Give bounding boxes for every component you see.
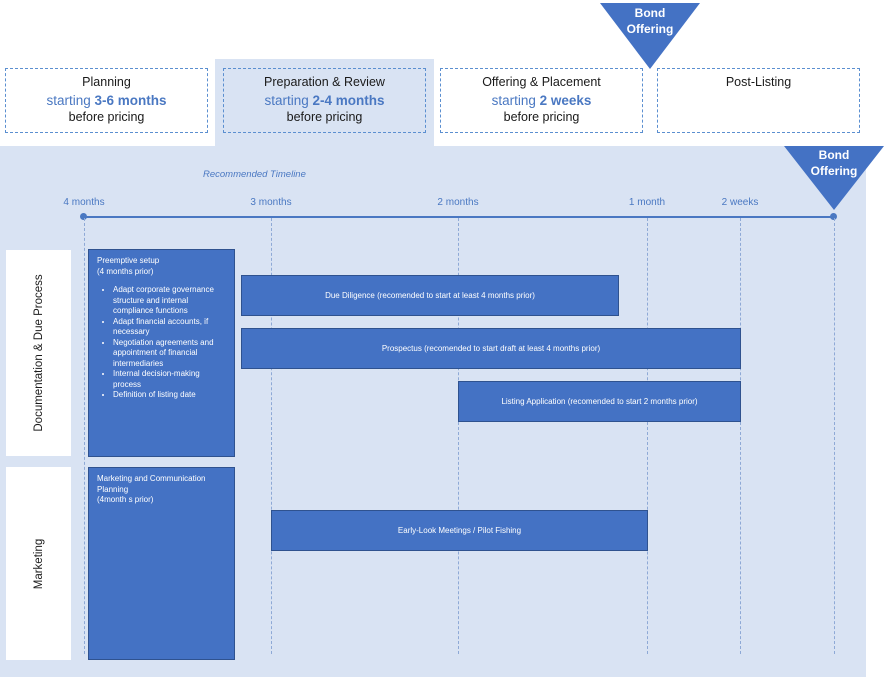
gridline xyxy=(458,218,459,654)
tick-label: 2 months xyxy=(437,197,479,208)
tick-label: 3 months xyxy=(250,197,292,208)
phase-preparation-review: Preparation & Review starting 2-4 months… xyxy=(223,68,426,133)
list-item: Negotiation agreements and appointment o… xyxy=(113,338,228,370)
gridline xyxy=(647,218,648,654)
phase-title: Planning xyxy=(82,75,131,89)
marketing-planning-subtitle: (4month s prior) xyxy=(97,495,154,504)
marketing-planning-box: Marketing and Communication Planning (4m… xyxy=(88,467,235,660)
prospectus-bar: Prospectus (recomended to start draft at… xyxy=(241,328,741,369)
phase-before: before pricing xyxy=(503,110,580,124)
row-label-marketing: Marketing xyxy=(6,467,71,660)
bond-offering-marker-top xyxy=(600,3,700,69)
list-item: Definition of listing date xyxy=(113,390,228,401)
phase-planning: Planning starting 3-6 months before pric… xyxy=(5,68,208,133)
phase-starting: starting 2-4 months xyxy=(264,92,385,108)
phase-title: Post-Listing xyxy=(725,75,792,89)
row-label-documentation: Documentation & Due Process xyxy=(6,250,71,456)
timeline-start-dot xyxy=(80,213,87,220)
listing-application-bar: Listing Application (recomended to start… xyxy=(458,381,741,422)
list-item: Adapt financial accounts, if necessary xyxy=(113,317,228,338)
timeline-end-dot xyxy=(830,213,837,220)
gridline xyxy=(84,218,85,654)
tick-label: 4 months xyxy=(63,197,105,208)
bond-offering-marker-timeline xyxy=(784,146,884,210)
list-item: Adapt corporate governance structure and… xyxy=(113,285,228,317)
phase-offering-placement: Offering & Placement starting 2 weeks be… xyxy=(440,68,643,133)
phase-title: Preparation & Review xyxy=(264,75,385,89)
early-look-meetings-bar: Early-Look Meetings / Pilot Fishing xyxy=(271,510,648,551)
preemptive-list: Adapt corporate governance structure and… xyxy=(97,285,228,401)
phase-post-listing: Post-Listing xyxy=(657,68,860,133)
preemptive-setup-box: Preemptive setup (4 months prior) Adapt … xyxy=(88,249,235,457)
timeline-title: Recommended Timeline xyxy=(203,169,306,180)
marketing-planning-title: Marketing and Communication Planning xyxy=(97,474,206,494)
phase-title: Offering & Placement xyxy=(482,75,601,89)
tick-label: 2 weeks xyxy=(721,197,759,208)
gridline xyxy=(834,218,835,654)
due-diligence-bar: Due Diligence (recomended to start at le… xyxy=(241,275,619,316)
gridline xyxy=(271,218,272,654)
list-item: Internal decision-making process xyxy=(113,369,228,390)
phase-starting: starting 3-6 months xyxy=(46,92,167,108)
timeline-axis xyxy=(84,216,834,218)
preemptive-subtitle: (4 months prior) xyxy=(97,266,154,276)
phase-before: before pricing xyxy=(68,110,145,124)
phase-before: before pricing xyxy=(286,110,363,124)
gridline xyxy=(740,218,741,654)
phase-starting: starting 2 weeks xyxy=(491,92,592,108)
preemptive-title: Preemptive setup xyxy=(97,256,160,265)
tick-label: 1 month xyxy=(628,197,666,208)
